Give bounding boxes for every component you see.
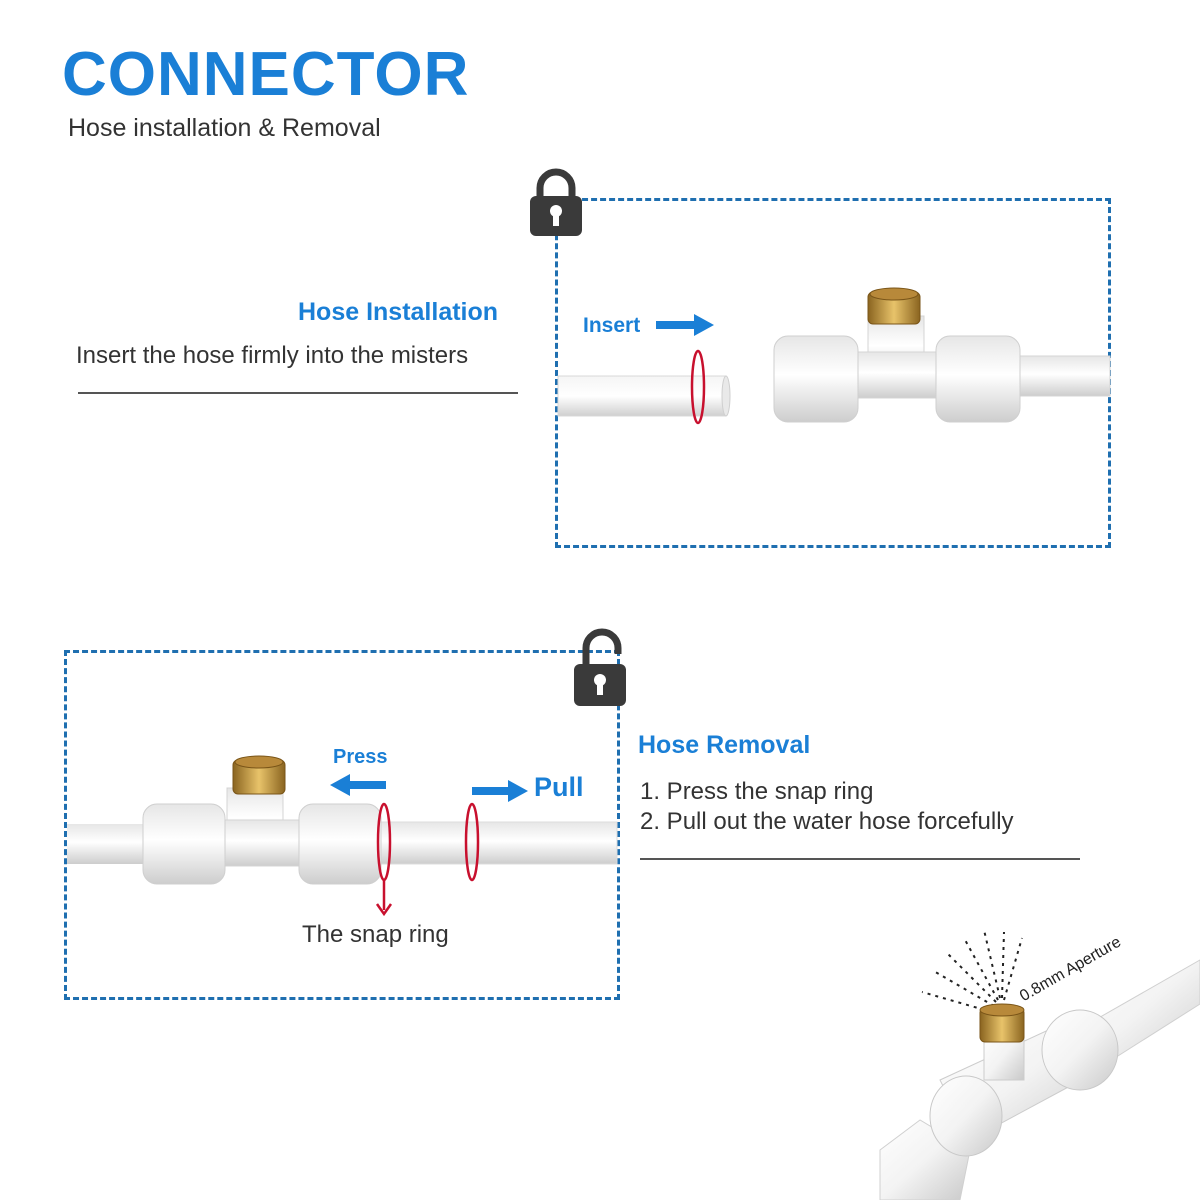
insert-label: Insert — [583, 314, 641, 337]
pull-arrow-icon — [472, 780, 528, 802]
snap-ring-label: The snap ring — [302, 921, 449, 948]
snap-ring-pointer-icon — [375, 880, 393, 917]
snap-ring-icon — [376, 802, 392, 882]
lock-open-icon — [574, 628, 626, 706]
removal-heading: Hose Removal — [638, 731, 811, 759]
press-arrow-icon — [330, 774, 386, 796]
lock-closed-icon — [530, 168, 582, 236]
removal-panel — [64, 650, 620, 1000]
insert-arrow-icon — [656, 314, 714, 336]
loose-hose — [557, 375, 731, 417]
removal-step-2: 2. Pull out the water hose forcefully — [640, 808, 1014, 835]
tee-connector-removal — [67, 755, 618, 885]
snap-ring-indicator-icon — [690, 349, 706, 425]
page-title: CONNECTOR — [62, 40, 470, 109]
installation-description: Insert the hose firmly into the misters — [76, 342, 469, 369]
press-label: Press — [333, 746, 388, 768]
removal-step-1: 1. Press the snap ring — [640, 778, 874, 805]
hose-ring-indicator-icon — [464, 802, 480, 882]
tee-connector-installation — [773, 287, 1111, 423]
mister-product-image — [879, 929, 1200, 1200]
installation-heading: Hose Installation — [298, 298, 499, 326]
removal-divider — [640, 858, 1080, 860]
page-subtitle: Hose installation & Removal — [68, 114, 381, 142]
installation-divider — [78, 392, 518, 394]
pull-label: Pull — [534, 772, 584, 802]
